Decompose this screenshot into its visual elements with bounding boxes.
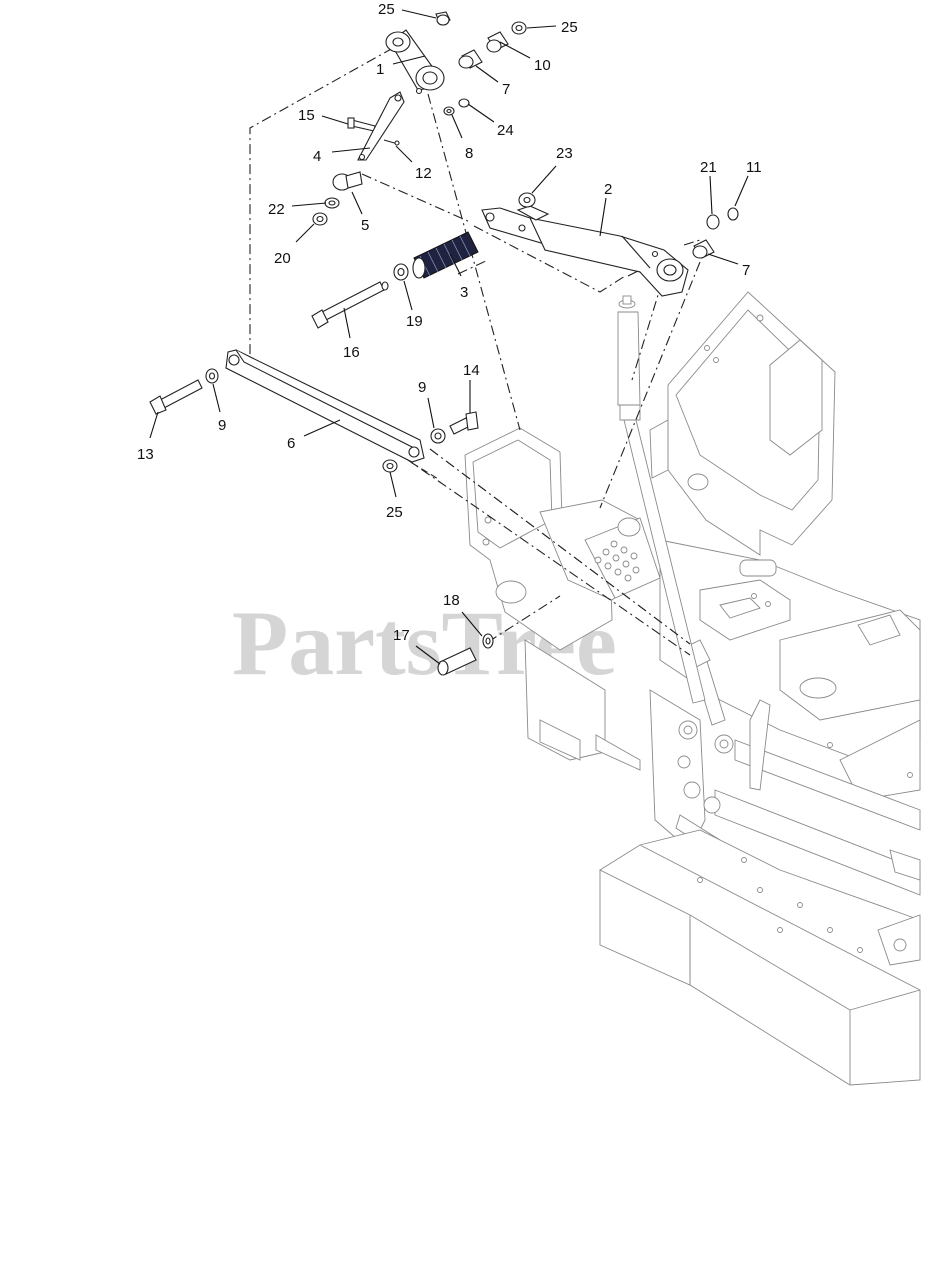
- callout-8: 8: [465, 145, 473, 162]
- callout-23: 23: [556, 145, 573, 162]
- mower-frame: [464, 291, 921, 1086]
- part-1-pivot-arm: [385, 29, 445, 95]
- callout-20: 20: [274, 250, 291, 267]
- assembly-lines: [249, 47, 701, 656]
- link-fasteners: [149, 368, 479, 473]
- callout-13: 13: [137, 446, 154, 463]
- callout-9: 9: [418, 379, 426, 396]
- callout-19: 19: [406, 313, 423, 330]
- callout-12: 12: [415, 165, 432, 182]
- right-fasteners: [518, 192, 739, 259]
- link-parts-15-4-12: [347, 91, 405, 161]
- callout-4: 4: [313, 148, 321, 165]
- adjustment-hole-pattern: [594, 540, 640, 582]
- callout-labels: 25 25 1 10 7 15 24 8 4 12 23 2 21 11 22 …: [137, 1, 762, 644]
- callout-3: 3: [460, 284, 468, 301]
- callout-2: 2: [604, 181, 612, 198]
- callout-16: 16: [343, 344, 360, 361]
- callout-17: 17: [393, 627, 410, 644]
- callout-7: 7: [742, 262, 750, 279]
- callout-24: 24: [497, 122, 514, 139]
- callout-11: 11: [746, 159, 762, 176]
- callout-15: 15: [298, 107, 315, 124]
- part-6-link-bar: [225, 349, 425, 463]
- callout-25: 25: [378, 1, 395, 18]
- callout-5: 5: [361, 217, 369, 234]
- leader-lines: [149, 9, 749, 665]
- callout-25: 25: [386, 504, 403, 521]
- callout-18: 18: [443, 592, 460, 609]
- callout-6: 6: [287, 435, 295, 452]
- callout-21: 21: [700, 159, 717, 176]
- callout-25: 25: [561, 19, 578, 36]
- part-2-bellcrank: [481, 205, 689, 297]
- part-3-splined-shaft: [412, 231, 479, 279]
- parts-19-16: [311, 263, 409, 329]
- control-lever: [617, 295, 706, 704]
- callout-9: 9: [218, 417, 226, 434]
- callout-7: 7: [502, 81, 510, 98]
- callout-22: 22: [268, 201, 285, 218]
- callout-1: 1: [376, 61, 384, 78]
- callout-14: 14: [463, 362, 480, 379]
- callout-10: 10: [534, 57, 551, 74]
- parts-17-18: [437, 633, 494, 676]
- upper-fasteners: [435, 11, 527, 116]
- parts-5-22-20: [312, 171, 363, 226]
